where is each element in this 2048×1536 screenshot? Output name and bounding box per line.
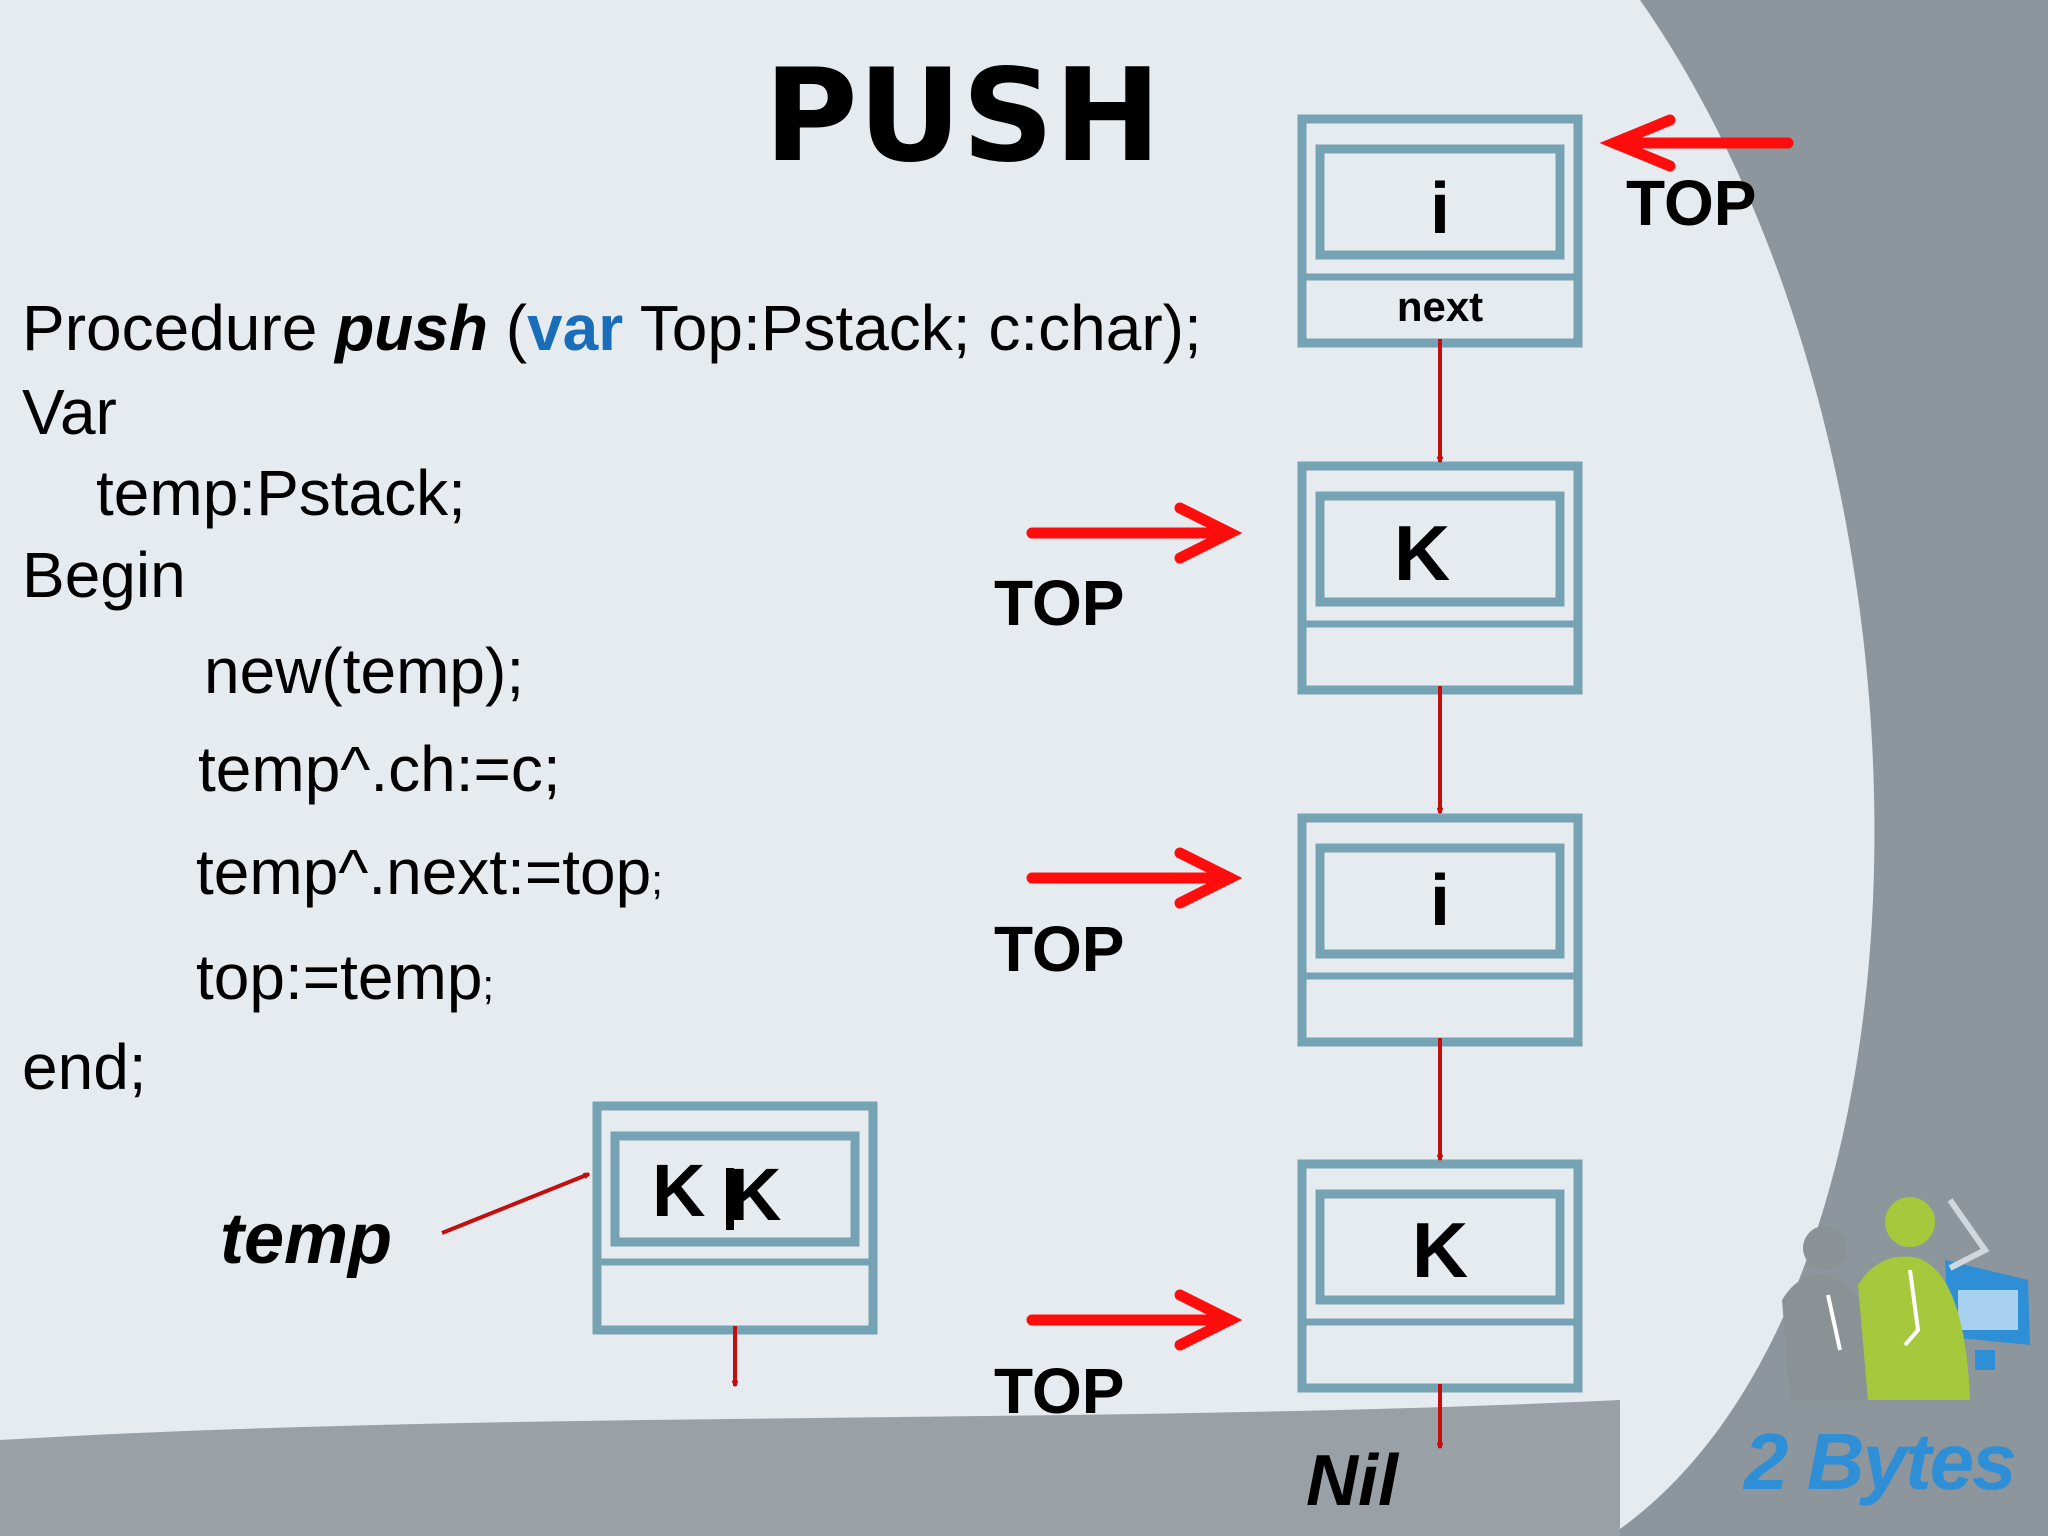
code-line-8: top:=temp; bbox=[196, 945, 494, 1009]
code-line-8-semicolon: ; bbox=[482, 961, 495, 1008]
top-pointer-arrow-1 bbox=[1599, 114, 1794, 172]
logo-text: 2 Bytes bbox=[1744, 1417, 2017, 1506]
stack-node-1-next-label: next bbox=[1396, 283, 1484, 330]
code-procedure-keyword: Procedure bbox=[22, 292, 336, 364]
top-label-2: TOP bbox=[994, 567, 1125, 639]
temp-pointer-label: temp bbox=[220, 1199, 393, 1279]
code-params: Top:Pstack; c:char); bbox=[623, 292, 1202, 364]
top-pointer-arrow-2 bbox=[1026, 502, 1243, 564]
code-line-7-text: temp^.next:=top bbox=[196, 836, 652, 908]
top-label-3: TOP bbox=[994, 913, 1125, 985]
code-line-7-semicolon: ; bbox=[651, 856, 663, 903]
temp-node-value: K bbox=[652, 1149, 706, 1232]
corner-swoosh-shape bbox=[1610, 0, 2048, 1536]
code-line-7: temp^.next:=top; bbox=[196, 840, 663, 904]
code-procedure-name: push bbox=[335, 292, 488, 364]
code-line-1: Procedure push (var Top:Pstack; c:char); bbox=[22, 296, 1202, 360]
logo-2bytes-icon bbox=[1782, 1197, 2030, 1400]
nil-label: Nil bbox=[1306, 1441, 1399, 1521]
code-line-5: new(temp); bbox=[204, 635, 525, 707]
code-line-8-text: top:=temp bbox=[196, 941, 483, 1013]
code-line-2: Var bbox=[22, 376, 117, 448]
top-pointer-arrow-3 bbox=[1026, 847, 1243, 909]
stack-node-2-value: K bbox=[1393, 509, 1451, 597]
stack-node-3-value: i bbox=[1429, 861, 1450, 941]
code-var-keyword: var bbox=[527, 292, 624, 364]
pointer-arrow-temp bbox=[441, 1172, 589, 1235]
code-line-4: Begin bbox=[22, 539, 186, 611]
top-label-1: TOP bbox=[1626, 167, 1757, 239]
stack-node-1-value: i bbox=[1429, 169, 1450, 249]
slide-title: PUSH bbox=[764, 42, 1162, 191]
top-pointer-arrow-4 bbox=[1026, 1289, 1243, 1351]
temp-node-value-overlay: K bbox=[728, 1153, 782, 1236]
temp-node-text-cursor bbox=[726, 1168, 734, 1230]
stack-node-4-value: K bbox=[1411, 1206, 1469, 1294]
bottom-band-shape bbox=[0, 1400, 1620, 1536]
code-line-3: temp:Pstack; bbox=[96, 457, 466, 529]
code-line-9: end; bbox=[22, 1031, 147, 1103]
top-label-4: TOP bbox=[994, 1355, 1125, 1427]
code-paren-open: ( bbox=[487, 292, 528, 364]
code-line-6: temp^.ch:=c; bbox=[198, 733, 561, 805]
